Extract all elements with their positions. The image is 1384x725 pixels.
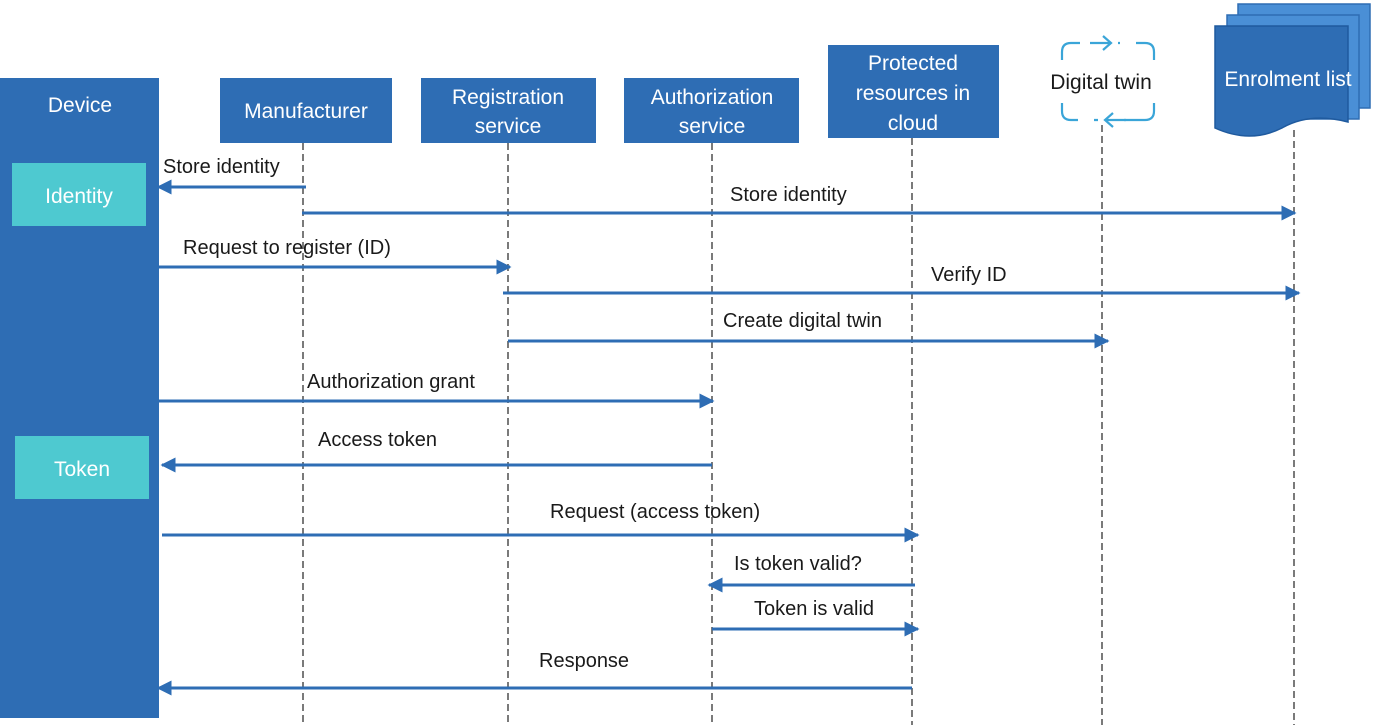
- protected-label-line2: resources in: [856, 82, 970, 105]
- msg-is-token-valid: Is token valid?: [734, 553, 862, 575]
- twin-arrow-left-icon: [1103, 112, 1126, 128]
- authorization-participant: Authorization service: [624, 78, 799, 143]
- manufacturer-participant: Manufacturer: [220, 78, 392, 143]
- identity-state-box: [12, 163, 146, 226]
- registration-box: [421, 78, 596, 143]
- authorization-label-line1: Authorization: [651, 86, 774, 109]
- digital-twin-label: Digital twin: [1050, 71, 1152, 94]
- msg-authorization-grant: Authorization grant: [307, 371, 475, 393]
- msg-verify-id: Verify ID: [931, 264, 1007, 286]
- authorization-box: [624, 78, 799, 143]
- msg-store-identity-enrolment: Store identity: [730, 184, 847, 206]
- protected-label-line3: cloud: [888, 112, 938, 135]
- enrolment-list-label: Enrolment list: [1224, 68, 1351, 91]
- msg-response: Response: [539, 650, 629, 672]
- protected-label-line1: Protected: [868, 52, 958, 75]
- registration-label-line2: service: [475, 115, 542, 138]
- msg-access-token: Access token: [318, 429, 437, 451]
- messages: Store identity Store identity Request to…: [156, 156, 1301, 696]
- protected-participant: Protected resources in cloud: [828, 45, 999, 138]
- msg-create-digital-twin: Create digital twin: [723, 310, 882, 332]
- device-participant: Device Identity Token: [0, 78, 159, 718]
- registration-label-line1: Registration: [452, 86, 564, 109]
- manufacturer-label: Manufacturer: [244, 100, 368, 123]
- enrolment-list-participant: Enrolment list: [1214, 3, 1371, 137]
- digital-twin-cycle-icon: [1060, 41, 1156, 122]
- token-state-box: [15, 436, 149, 499]
- msg-request-access-token: Request (access token): [550, 501, 760, 523]
- twin-arrow-right-icon: [1090, 35, 1113, 51]
- msg-store-identity-device: Store identity: [163, 156, 280, 178]
- device-label: Device: [48, 94, 112, 117]
- token-state-label: Token: [54, 458, 110, 481]
- authorization-label-line2: service: [679, 115, 746, 138]
- msg-request-register: Request to register (ID): [183, 237, 391, 259]
- registration-participant: Registration service: [421, 78, 596, 143]
- digital-twin-participant: Digital twin: [1050, 35, 1156, 128]
- identity-state-label: Identity: [45, 185, 113, 208]
- enrolment-sheet-front: [1214, 25, 1349, 137]
- msg-token-is-valid: Token is valid: [754, 598, 874, 620]
- protected-box: [828, 45, 999, 138]
- manufacturer-box: [220, 78, 392, 143]
- lifelines: [302, 125, 1295, 725]
